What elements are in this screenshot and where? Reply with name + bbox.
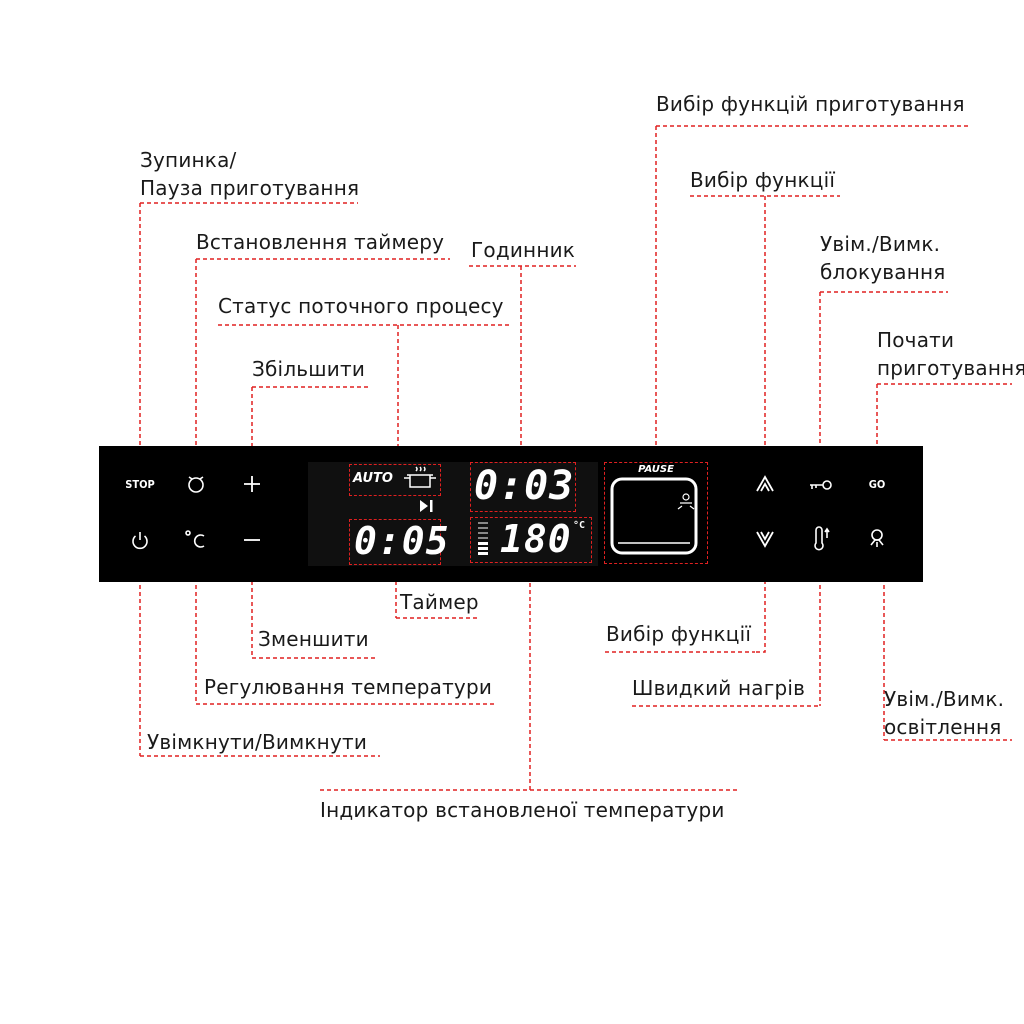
timer-box <box>349 519 441 565</box>
thermometer-icon[interactable] <box>810 526 832 554</box>
heat-level-bars <box>478 522 488 555</box>
label-start-line1: Почати <box>877 328 955 352</box>
label-function-select-bottom: Вибір функції <box>606 622 752 646</box>
label-set-temp-indicator: Індикатор встановленої температури <box>320 798 725 822</box>
label-clock: Годинник <box>471 238 576 262</box>
label-timer: Таймер <box>400 590 479 614</box>
auto-text: AUTO <box>353 471 393 486</box>
clock-display: 0:03 <box>474 463 575 509</box>
label-decrease: Зменшити <box>258 627 369 651</box>
plus-icon[interactable] <box>240 472 264 496</box>
function-box <box>604 462 708 564</box>
label-lock-line2: блокування <box>820 260 946 284</box>
display-screen <box>308 462 598 566</box>
label-stop-pause-line2: Пауза приготування <box>140 176 360 200</box>
label-stop-pause-line1: Зупинка/ <box>140 148 237 172</box>
alarm-clock-icon[interactable] <box>184 472 208 496</box>
label-function-select-top: Вибір функції <box>690 168 836 192</box>
chevron-up-icon[interactable] <box>754 473 776 495</box>
power-icon[interactable] <box>128 528 152 552</box>
temperature-box <box>470 517 592 563</box>
chevron-down-icon[interactable] <box>754 528 776 550</box>
label-temperature-adjust: Регулювання температури <box>204 675 493 699</box>
temperature-unit: °C <box>573 520 586 531</box>
label-light-line2: освітлення <box>884 715 1002 739</box>
pause-text: PAUSE <box>638 464 674 475</box>
lamp-icon[interactable] <box>866 526 888 552</box>
pot-icon <box>404 466 436 488</box>
minus-icon[interactable] <box>240 528 264 552</box>
clock-box <box>470 462 576 512</box>
label-status: Статус поточного процесу <box>218 294 504 318</box>
temperature-display: 180 <box>500 517 572 561</box>
label-start-line2: приготування <box>877 356 1024 380</box>
stop-button[interactable]: STOP <box>125 478 155 491</box>
timer-display: 0:05 <box>354 519 450 563</box>
oven-function-icon <box>610 477 698 555</box>
label-cooking-functions: Вибір функцій приготування <box>656 92 965 116</box>
label-increase: Збільшити <box>252 357 366 381</box>
label-lock-line1: Увім./Вимк. <box>820 232 941 256</box>
label-quick-heat: Швидкий нагрів <box>632 676 806 700</box>
go-button[interactable]: GO <box>868 478 886 491</box>
status-box <box>349 464 441 496</box>
skip-forward-icon <box>420 500 433 512</box>
key-icon[interactable] <box>808 477 834 493</box>
label-timer-set: Встановлення таймеру <box>196 230 445 254</box>
label-on-off: Увімкнути/Вимкнути <box>147 730 368 754</box>
label-light-line1: Увім./Вимк. <box>884 687 1005 711</box>
degree-celsius-icon[interactable] <box>184 528 210 552</box>
